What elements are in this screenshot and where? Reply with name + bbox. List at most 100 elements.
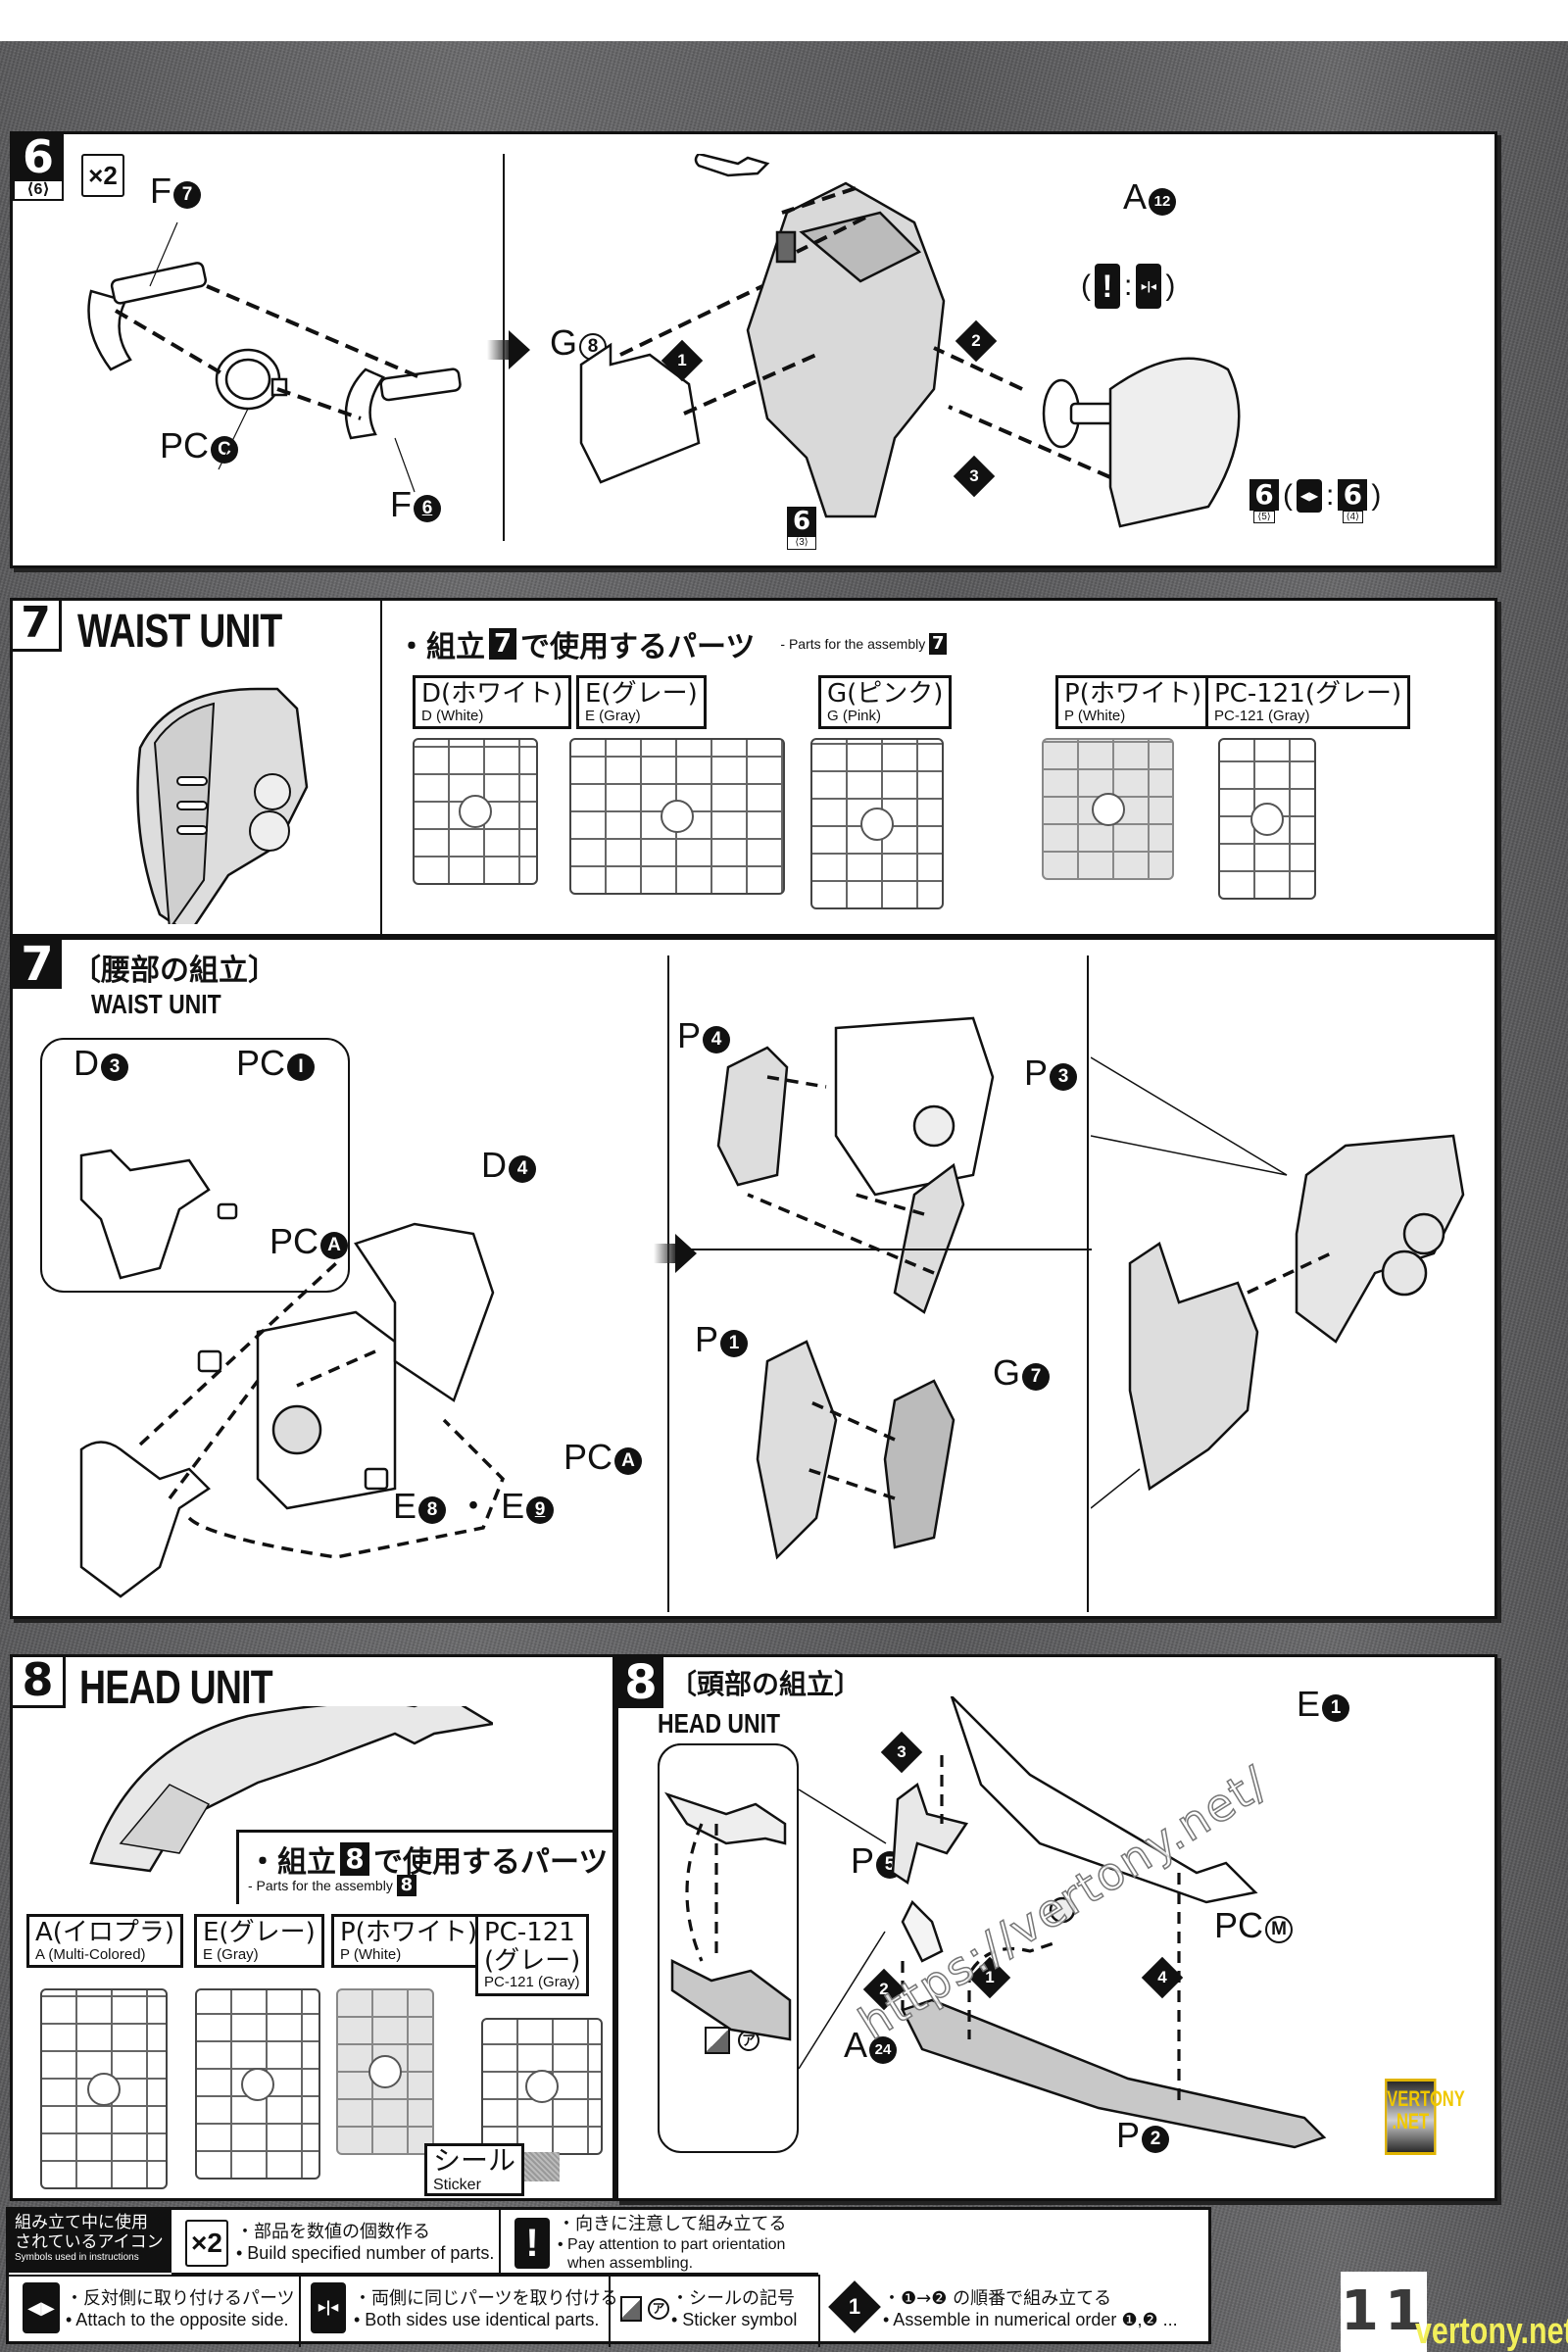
runner-label-pc121: PC-121(グレー)PC-121 (Gray) <box>1205 675 1411 730</box>
order-step-3: 3 <box>880 1731 923 1774</box>
waist-assembly-diagram-right <box>1091 1056 1465 1509</box>
step8-parts-panel: 8 HEAD UNIT ・組立 8 で使用するパーツ - Parts for t… <box>10 1654 615 2201</box>
legend-divider <box>499 2210 501 2275</box>
sticker-icon <box>620 2296 642 2322</box>
order-step-3: 3 <box>953 455 996 498</box>
footer-site-watermark: vertony.net <box>1415 2311 1568 2352</box>
base-step-sub: ⟨3⟩ <box>787 536 816 550</box>
next-arrow-icon <box>654 1234 697 1273</box>
unit-title: HEAD UNIT <box>79 1662 273 1714</box>
unit-title: WAIST UNIT <box>77 606 282 658</box>
order-step-1: 1 <box>661 339 704 382</box>
sticker-mark: ア <box>705 2027 760 2054</box>
runner-g-sprue <box>810 738 944 909</box>
legend: 組み立て中に使用 されているアイコン Symbols used in instr… <box>6 2207 1211 2347</box>
legend-divider <box>299 2275 301 2347</box>
runner-d-sprue <box>413 738 538 885</box>
head-assembly-diagram <box>663 1696 1327 2149</box>
legend-divider-h <box>9 2275 818 2277</box>
parts-heading: ・組立 7 で使用するパーツ - Parts for the assembly … <box>397 622 948 665</box>
step7-parts-panel: 7 WAIST UNIT ・組立 7 で使用するパーツ - Parts for … <box>10 598 1497 937</box>
parts-heading-box <box>236 1830 612 1904</box>
step6-right-diagram <box>579 154 1241 528</box>
legend-divider <box>818 2275 820 2347</box>
runner-label-p: P(ホワイト)P (White) <box>1055 675 1210 730</box>
runner-p-sprue <box>1042 738 1174 880</box>
legend-right-mask <box>819 2207 1211 2274</box>
assembly-title-jp: 〔腰部の組立〕 <box>72 954 277 988</box>
step6-left-diagram <box>87 221 462 493</box>
waist-assembly-diagram-middle <box>716 1016 995 1560</box>
legend-divider <box>609 2275 611 2347</box>
opposite-side-icon: ◀▶ <box>23 2282 60 2333</box>
order-step-4: 4 <box>1141 1956 1184 1999</box>
runner-label-p: P(ホワイト)P (White) <box>331 1914 486 1969</box>
step7-assembly-divider-h <box>685 1249 1092 1250</box>
step7-parts-divider <box>380 601 382 934</box>
sticker-icon <box>705 2027 730 2054</box>
identical-sides-icon: ▸|◂ <box>1136 264 1162 309</box>
base-step-ref: 6 <box>787 507 816 536</box>
step-number: 7 <box>13 601 62 652</box>
step-number: 7 <box>13 940 62 989</box>
runner-label-pc121: PC-121 (グレー) PC-121 (Gray) <box>475 1914 590 1996</box>
page-number: 11 <box>1341 2272 1427 2352</box>
runner-e-sprue <box>195 1988 320 2180</box>
orientation-note: ( ! : ▸|◂ ) <box>1081 264 1175 309</box>
exclamation-icon: ! <box>1095 264 1120 309</box>
opposite-side-icon: ◀▶ <box>1297 479 1322 513</box>
sticker-label: シール Sticker <box>424 2143 525 2197</box>
x2-icon: ×2 <box>185 2220 228 2267</box>
legend-row1 <box>172 2210 818 2275</box>
order-step-2: 2 <box>955 319 998 363</box>
parts-heading: ・組立 8 で使用するパーツ <box>248 1842 609 1880</box>
runner-label-e: E(グレー)E (Gray) <box>576 675 707 730</box>
step7-assembly-divider-2 <box>1087 956 1089 1612</box>
runner-label-e: E(グレー)E (Gray) <box>194 1914 324 1969</box>
head-unit-preview <box>89 1706 493 1873</box>
runner-pc121-sprue <box>481 2018 603 2155</box>
next-arrow-icon <box>487 330 530 369</box>
identical-sides-icon: ▸|◂ <box>311 2282 346 2333</box>
waist-assembly-diagram-left <box>79 1149 506 1598</box>
exclamation-icon: ! <box>514 2218 550 2269</box>
assembly-title-jp: 〔頭部の組立〕 <box>669 1668 862 1700</box>
legend-title: 組み立て中に使用 されているアイコン Symbols used in instr… <box>9 2210 172 2273</box>
assembly-title-en: HEAD UNIT <box>658 1708 781 1739</box>
runner-pc121-sprue <box>1218 738 1316 900</box>
runner-p-sprue <box>336 1988 434 2155</box>
step-number: 8 <box>618 1657 663 1708</box>
runner-label-d: D(ホワイト)D (White) <box>413 675 572 730</box>
step7-assembly-divider-1 <box>667 956 669 1612</box>
runner-label-g: G(ピンク)G (Pink) <box>818 675 953 730</box>
x2-icon: ×2 <box>81 154 124 197</box>
parts-heading-en: - Parts for the assembly 8 <box>248 1875 416 1896</box>
runner-e-sprue <box>569 738 785 895</box>
sticker-sheet-icon <box>524 2152 560 2181</box>
step-sub-count: ⟨6⟩ <box>13 179 64 201</box>
assembly-title-en: WAIST UNIT <box>91 989 221 1019</box>
vertony-badge: VERTONY .NET <box>1385 2079 1465 2155</box>
runner-a-sprue <box>40 1988 168 2189</box>
result-ref: 6 ⟨5⟩ ( ◀▶ : 6 ⟨4⟩ ) <box>1250 479 1381 523</box>
